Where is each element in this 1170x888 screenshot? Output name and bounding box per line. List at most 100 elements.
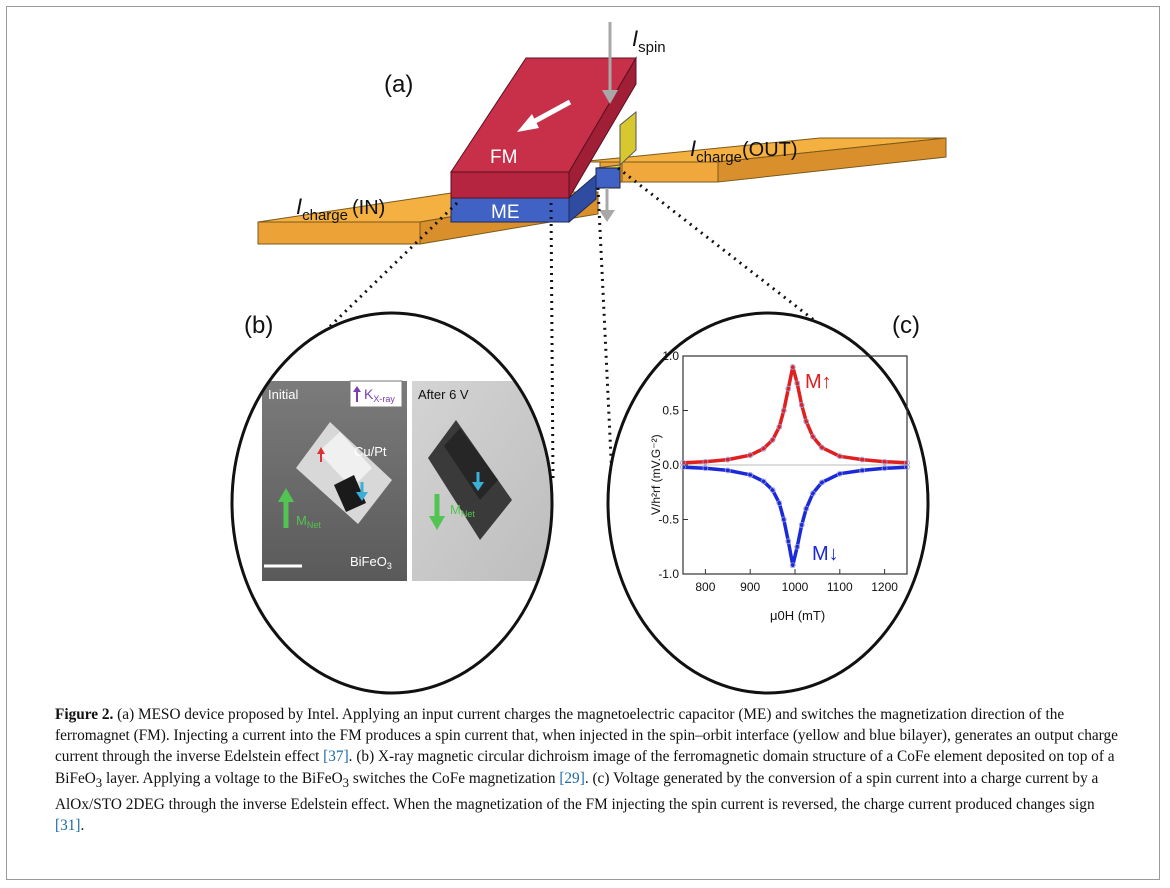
y-tick-label: 0.5 xyxy=(662,404,679,418)
data-point xyxy=(780,407,787,414)
meso-device: (a) FM ME Ispin Icharge(IN) Icharge(OUT) xyxy=(257,22,947,245)
fm-front xyxy=(450,171,570,199)
me-label: ME xyxy=(491,202,520,223)
data-point xyxy=(818,479,825,486)
spin-current-arrow-head xyxy=(602,90,618,104)
kxray-box xyxy=(349,380,403,408)
caption-text-4: switches the CoFe magnetization xyxy=(349,769,560,787)
y-axis-ticks: 1.0 0.5 0.0 -0.5 -1.0 xyxy=(658,349,688,581)
after-title: After 6 V xyxy=(418,387,469,402)
data-point xyxy=(881,465,888,472)
data-point xyxy=(680,464,686,471)
figure-caption: Figure 2. (a) MESO device proposed by In… xyxy=(55,704,1125,836)
x-tick-label: 800 xyxy=(695,580,715,594)
data-point xyxy=(794,380,801,387)
data-point xyxy=(760,478,767,485)
input-charge-bar-front xyxy=(257,221,421,245)
data-point xyxy=(810,490,816,497)
data-point xyxy=(785,538,792,545)
x-axis-label: μ0H (mT) xyxy=(770,608,825,623)
data-point xyxy=(798,402,805,408)
output-charge-bar-face xyxy=(621,161,719,183)
data-point xyxy=(760,445,767,452)
data-point xyxy=(785,385,792,392)
data-point xyxy=(798,522,805,528)
x-axis-ticks: 800 900 1000 1100 1200 xyxy=(695,569,898,594)
y-tick-label: -1.0 xyxy=(658,567,679,581)
data-point xyxy=(769,437,776,443)
series-layer xyxy=(680,363,910,569)
data-point xyxy=(702,458,709,465)
me-layer-side xyxy=(568,173,597,224)
citation-37[interactable]: [37] xyxy=(323,748,349,766)
m-down-label: M↓ xyxy=(812,543,839,565)
data-point xyxy=(836,470,843,477)
citation-29[interactable]: [29] xyxy=(559,769,585,787)
data-point xyxy=(818,444,825,451)
panel-b-circle xyxy=(230,311,554,695)
x-tick-label: 1000 xyxy=(782,580,809,594)
x-tick-label: 1200 xyxy=(871,580,898,594)
data-point xyxy=(747,471,754,478)
data-point xyxy=(803,505,810,512)
data-point xyxy=(859,456,866,463)
initial-title: Initial xyxy=(268,387,298,402)
i-spin-label: Ispin xyxy=(632,26,666,56)
fm-arrow-head xyxy=(517,114,539,132)
output-arrow-head xyxy=(599,210,615,222)
x-tick-label: 1100 xyxy=(827,580,853,594)
caption-sub-2: 3 xyxy=(342,775,350,790)
caption-sub-1: 3 xyxy=(95,775,103,790)
data-point xyxy=(881,458,888,465)
data-point xyxy=(859,467,866,474)
data-point xyxy=(747,452,754,459)
bifeo-label: BiFeO3 xyxy=(350,554,392,571)
data-point xyxy=(776,423,783,430)
caption-text-1: (a) MESO device proposed by Intel. Apply… xyxy=(55,706,1118,766)
caption-label: Figure 2. xyxy=(55,706,114,723)
caption-text-5: . (c) Voltage generated by the conversio… xyxy=(55,769,1099,813)
data-point xyxy=(904,464,910,471)
cupt-label: Cu/Pt xyxy=(354,444,387,459)
panel-b-label: (b) xyxy=(244,312,273,339)
data-point xyxy=(810,433,816,440)
data-point xyxy=(776,500,783,507)
mnet-initial-label: MNet xyxy=(296,513,321,530)
panel-c-label: (c) xyxy=(892,312,920,339)
figure-illustration: (a) FM ME Ispin Icharge(IN) Icharge(OUT)… xyxy=(230,22,947,695)
citation-31[interactable]: [31] xyxy=(55,817,81,835)
kxray-label: KX-ray xyxy=(364,386,395,404)
series-line-m-down xyxy=(682,465,908,568)
caption-text-2: . (b) X-ray magnetic circular dichroism … xyxy=(55,748,1115,787)
data-point xyxy=(789,562,796,569)
data-point xyxy=(724,467,731,474)
data-point xyxy=(724,456,731,463)
data-point xyxy=(780,516,787,523)
interface-yellow-side xyxy=(619,110,637,167)
data-point xyxy=(789,363,796,370)
y-tick-label: -0.5 xyxy=(658,513,679,527)
projection-lines xyxy=(314,166,847,479)
data-point xyxy=(702,465,709,472)
data-point xyxy=(680,459,686,466)
caption-text-3: layer. Applying a voltage to the BiFeO xyxy=(102,769,343,787)
y-tick-label: 1.0 xyxy=(662,349,679,363)
y-axis-label: V/h²rf (mV.G⁻²) xyxy=(649,434,663,515)
fm-label: FM xyxy=(490,147,517,168)
data-point xyxy=(836,453,843,460)
x-tick-label: 900 xyxy=(740,580,760,594)
panel-c-circle xyxy=(606,311,930,695)
series-line-m-up xyxy=(682,365,908,465)
m-up-label: M↑ xyxy=(805,371,832,393)
data-point xyxy=(769,487,776,493)
y-tick-label: 0.0 xyxy=(662,458,679,472)
i-charge-out-label: Icharge(OUT) xyxy=(690,136,798,166)
i-charge-in-label: Icharge(IN) xyxy=(296,194,385,224)
data-point xyxy=(794,543,801,550)
figure-frame xyxy=(6,6,1160,880)
panel-a-label: (a) xyxy=(384,71,413,98)
me-layer-front xyxy=(450,197,570,223)
data-point xyxy=(904,459,910,466)
caption-text-6: . xyxy=(80,817,85,835)
